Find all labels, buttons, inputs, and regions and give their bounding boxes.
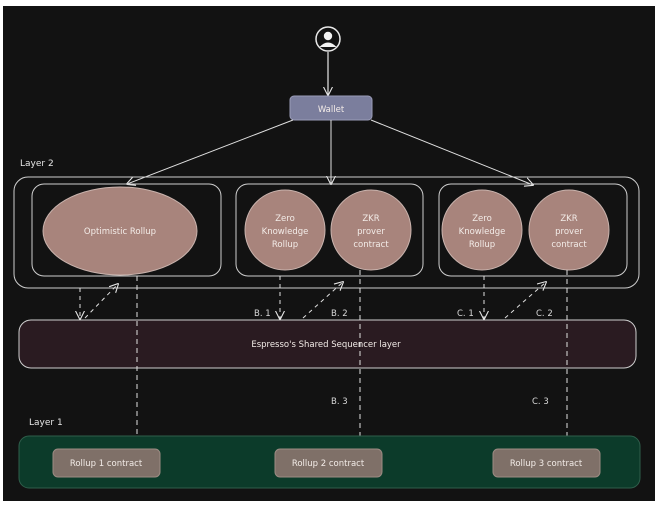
zkr-prover-c-node[interactable]: ZKR prover contract [528,189,610,271]
group-optimistic [31,183,222,277]
zk-rollup-b-line2: Knowledge [262,227,309,237]
zk-rollup-b-line1: Zero [275,214,295,224]
rollup1-contract-label: Rollup 1 contract [70,459,143,469]
rollup1-contract[interactable]: Rollup 1 contract [52,448,161,478]
zk-rollup-c-line2: Knowledge [459,227,506,237]
rollup2-contract-label: Rollup 2 contract [292,459,365,469]
zkr-prover-c-line3: contract [551,240,587,250]
zkr-prover-b-node[interactable]: ZKR prover contract [330,189,412,271]
zk-rollup-c-line3: Rollup [469,240,495,250]
step-label-b3: B. 3 [331,397,348,407]
layer2-container [13,176,640,289]
wallet-label: Wallet [318,105,345,115]
diagram-svg: Wallet Layer 2 Optimistic Rollup Zero Kn… [13,26,641,489]
step-label-c3: C. 3 [532,397,549,407]
arrow-sequencer-to-optimistic [84,284,118,319]
layer2-label: Layer 2 [20,159,54,169]
arrow-wallet-to-optimistic [127,119,294,184]
shared-sequencer-layer[interactable]: Espresso's Shared Sequencer layer [18,319,637,369]
sequencer-label: Espresso's Shared Sequencer layer [251,340,401,350]
zk-rollup-b-node[interactable]: Zero Knowledge Rollup [244,189,326,271]
zkr-prover-b-line3: contract [353,240,389,250]
user-avatar-icon [315,26,341,52]
optimistic-rollup-node[interactable]: Optimistic Rollup [42,186,198,276]
zk-rollup-b-line3: Rollup [272,240,298,250]
arrow-wallet-to-zk-c [370,119,533,185]
step-label-b2: B. 2 [331,309,348,319]
wallet-node[interactable]: Wallet [289,95,373,121]
step-label-c2: C. 2 [536,309,553,319]
zk-rollup-c-line1: Zero [472,214,492,224]
rollup2-contract[interactable]: Rollup 2 contract [274,448,383,478]
zkr-prover-b-line1: ZKR [362,214,379,224]
zk-rollup-c-node[interactable]: Zero Knowledge Rollup [441,189,523,271]
zkr-prover-b-line2: prover [357,227,385,237]
rollup3-contract[interactable]: Rollup 3 contract [492,448,601,478]
arrow-b2 [302,282,343,319]
group-zk-b [235,183,424,277]
arrow-c2 [504,282,546,319]
step-label-c1: C. 1 [457,309,474,319]
group-zk-c [438,183,628,277]
optimistic-rollup-label: Optimistic Rollup [84,227,156,237]
rollup3-contract-label: Rollup 3 contract [510,459,583,469]
zkr-prover-c-line2: prover [555,227,583,237]
layer1-label: Layer 1 [29,418,63,428]
diagram-canvas: Wallet Layer 2 Optimistic Rollup Zero Kn… [3,6,655,501]
zkr-prover-c-line1: ZKR [560,214,577,224]
step-label-b1: B. 1 [254,309,271,319]
